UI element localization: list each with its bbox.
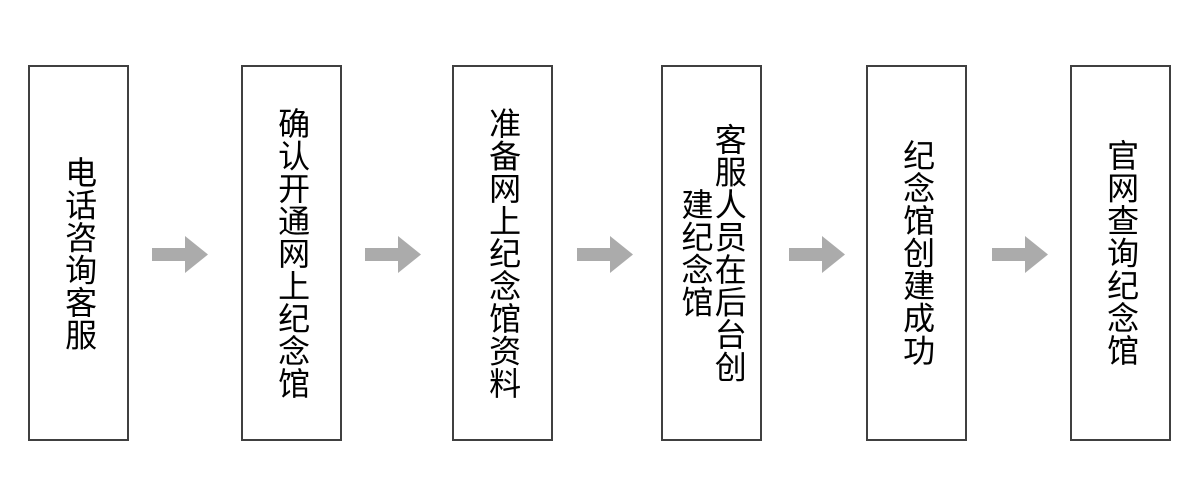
flow-step-1[interactable]: 电话咨询客服 bbox=[28, 65, 129, 441]
flow-arrow-5 bbox=[992, 236, 1048, 273]
flow-step-4-label: 客服人员在后台创建纪念馆 bbox=[676, 123, 748, 383]
flow-arrow-3 bbox=[577, 236, 633, 273]
flow-arrow-4 bbox=[789, 236, 845, 273]
flow-step-4[interactable]: 客服人员在后台创建纪念馆 bbox=[661, 65, 762, 441]
flow-step-5[interactable]: 纪念馆创建成功 bbox=[866, 65, 967, 441]
flow-step-6[interactable]: 官网查询纪念馆 bbox=[1070, 65, 1171, 441]
flow-step-1-label: 电话咨询客服 bbox=[60, 155, 99, 351]
flow-arrow-2 bbox=[365, 236, 421, 273]
flow-step-6-label: 官网查询纪念馆 bbox=[1102, 139, 1141, 367]
flow-step-3-label: 准备网上纪念馆资料 bbox=[484, 106, 523, 400]
flow-step-2-label: 确认开通网上纪念馆 bbox=[273, 106, 312, 400]
flow-step-3[interactable]: 准备网上纪念馆资料 bbox=[452, 65, 553, 441]
flow-step-2[interactable]: 确认开通网上纪念馆 bbox=[241, 65, 342, 441]
flow-step-5-label: 纪念馆创建成功 bbox=[898, 139, 937, 367]
flow-arrow-1 bbox=[152, 236, 208, 273]
